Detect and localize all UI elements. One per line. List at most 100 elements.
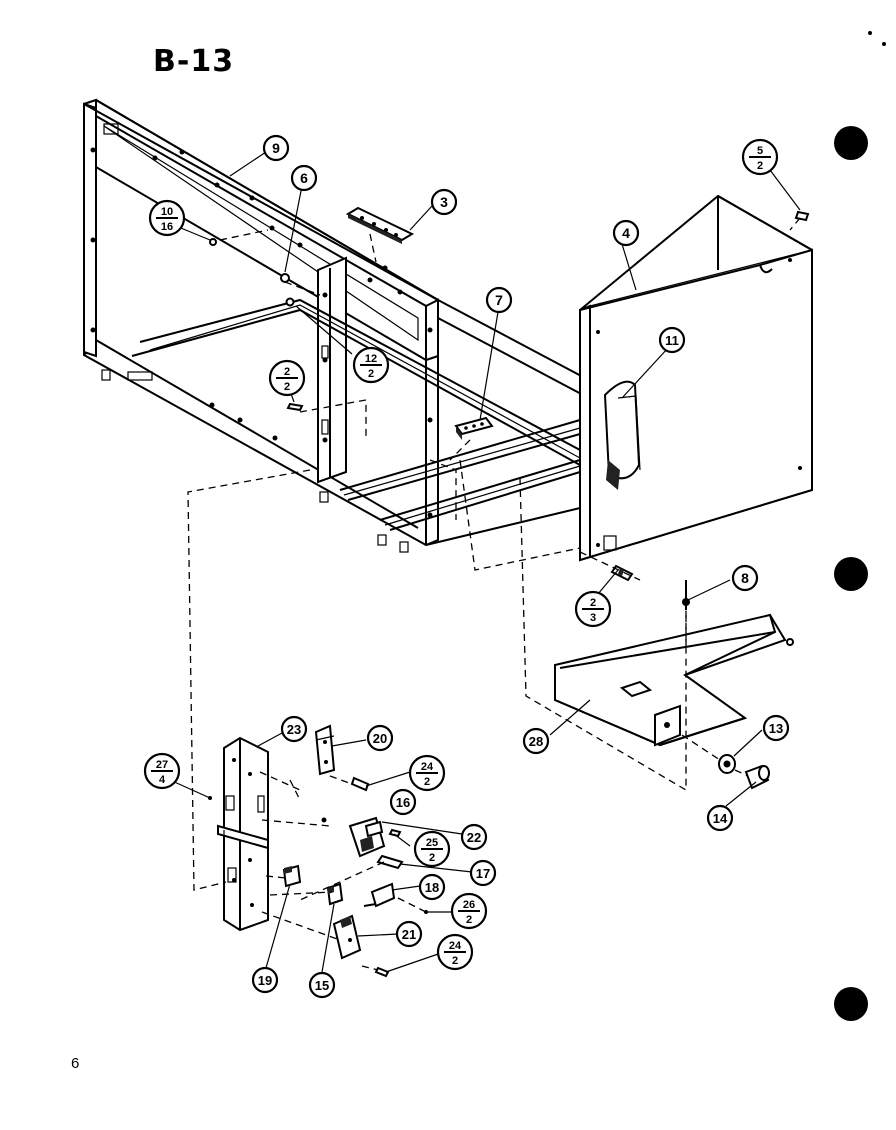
knob-19	[282, 864, 302, 888]
callout-number: 23	[287, 722, 301, 737]
callout-denominator: 2	[424, 776, 430, 788]
assembly-lines	[187, 217, 801, 971]
callout-denominator: 4	[159, 774, 166, 786]
bushing	[744, 764, 770, 790]
callout-c14: 14	[706, 804, 734, 832]
base-tray	[554, 613, 794, 747]
callout-number: 17	[476, 866, 490, 881]
page-number: 6	[71, 1055, 80, 1072]
callout-number: 13	[769, 721, 783, 736]
callout-denominator: 2	[284, 381, 290, 393]
callout-denominator: 2	[368, 368, 374, 380]
side-panel	[579, 194, 813, 562]
callout-number: 9	[272, 140, 280, 156]
frame-screws	[209, 238, 304, 412]
callout-c21: 21	[395, 920, 423, 948]
nut	[718, 754, 736, 774]
callout-number: 28	[529, 734, 543, 749]
callout-number: 4	[622, 225, 630, 241]
callout-f27_4: 274	[143, 752, 181, 790]
callout-c22: 22	[460, 823, 488, 851]
callout-f26_2: 262	[450, 892, 488, 930]
screw-16	[321, 817, 327, 823]
callout-numerator: 2	[284, 366, 290, 378]
callout-number: 6	[300, 170, 308, 186]
callout-numerator: 25	[426, 837, 438, 849]
callout-f2_2: 22	[268, 359, 306, 397]
callout-denominator: 2	[429, 852, 435, 864]
control-panel-bracket	[217, 736, 269, 932]
callout-number: 21	[402, 927, 416, 942]
callout-denominator: 16	[161, 221, 173, 233]
callout-number: 15	[315, 978, 329, 993]
callout-number: 7	[495, 292, 503, 308]
binder-hole-bottom	[834, 987, 868, 1021]
callout-f25_2: 252	[413, 830, 451, 868]
spring-17	[376, 854, 404, 870]
callout-c28: 28	[522, 727, 550, 755]
callout-number: 3	[440, 194, 448, 210]
callout-c17: 17	[469, 859, 497, 887]
callout-numerator: 24	[449, 940, 462, 952]
pin	[682, 580, 690, 610]
callout-f5_2: 52	[741, 138, 779, 176]
callout-c11: 11	[658, 326, 686, 354]
screw-24	[350, 776, 370, 792]
screw-top-right	[794, 210, 810, 222]
callout-numerator: 24	[421, 761, 434, 773]
callout-numerator: 27	[156, 759, 168, 771]
switch-assembly-22	[348, 816, 386, 858]
binder-hole-middle	[834, 557, 868, 591]
callout-c15: 15	[308, 971, 336, 999]
callout-c18: 18	[418, 873, 446, 901]
callout-c16: 16	[389, 788, 417, 816]
callout-numerator: 2	[590, 597, 596, 609]
callout-c3: 3	[430, 188, 458, 216]
callout-number: 20	[373, 731, 387, 746]
switch-21	[332, 914, 362, 960]
callout-c20: 20	[366, 724, 394, 752]
binder-hole-top	[834, 126, 868, 160]
screw-25	[388, 828, 402, 838]
knob-15	[326, 882, 344, 906]
callout-c4: 4	[612, 219, 640, 247]
diagram-title: B-13	[153, 44, 235, 79]
callout-f2_3: 23	[574, 590, 612, 628]
callout-c19: 19	[251, 966, 279, 994]
callout-number: 22	[467, 830, 481, 845]
callout-numerator: 10	[161, 206, 173, 218]
callout-number: 8	[741, 570, 749, 586]
callout-c23: 23	[280, 715, 308, 743]
callout-number: 19	[258, 973, 272, 988]
leader-lines	[169, 151, 801, 973]
callout-c6: 6	[290, 164, 318, 192]
callout-c8: 8	[731, 564, 759, 592]
callout-numerator: 12	[365, 353, 377, 365]
cabinet-frame	[83, 98, 586, 553]
screw-24b	[374, 966, 390, 978]
actuator-18	[363, 882, 396, 908]
callout-denominator: 2	[452, 955, 458, 967]
callout-denominator: 3	[590, 612, 596, 624]
callout-number: 11	[665, 333, 679, 348]
callout-denominator: 2	[466, 914, 472, 926]
callout-c9: 9	[262, 134, 290, 162]
callout-number: 14	[713, 811, 728, 826]
callout-numerator: 5	[757, 145, 763, 157]
switch-20	[314, 724, 336, 776]
callout-c13: 13	[762, 714, 790, 742]
callout-f24_2b: 242	[436, 933, 474, 971]
callout-f24_2a: 242	[408, 754, 446, 792]
terminal-strip	[345, 206, 415, 244]
callout-denominator: 2	[757, 160, 763, 172]
connector-block	[454, 416, 494, 440]
callout-f12_2: 122	[352, 346, 390, 384]
callout-number: 18	[425, 880, 439, 895]
callout-number: 16	[396, 795, 410, 810]
callout-numerator: 26	[463, 899, 475, 911]
callout-c7: 7	[485, 286, 513, 314]
